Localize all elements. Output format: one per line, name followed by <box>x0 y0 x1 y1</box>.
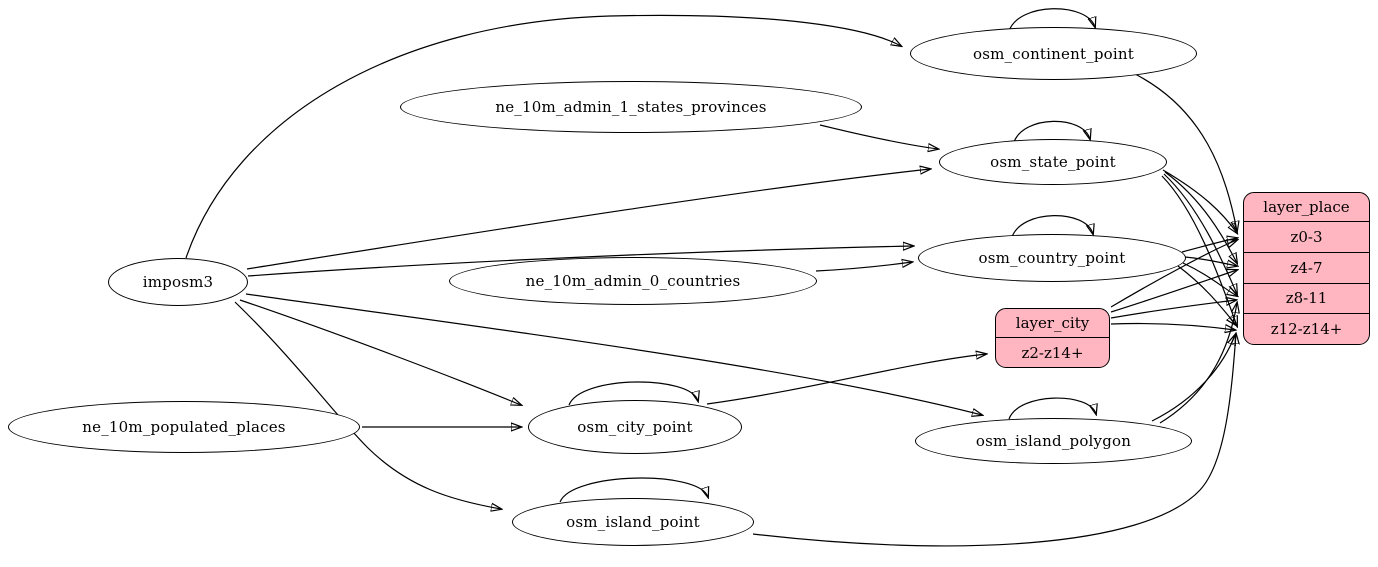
node-ne-10m-admin-0-countries-label: ne_10m_admin_0_countries <box>525 272 741 290</box>
node-osm-country-point-label: osm_country_point <box>978 249 1126 267</box>
node-osm-continent-point: osm_continent_point <box>910 27 1197 80</box>
node-osm-city-point-label: osm_city_point <box>577 418 693 436</box>
edge-osm_state_point-to-layer_place-z4 <box>1164 171 1237 263</box>
selfloop-osm_island_polygon <box>1008 397 1096 420</box>
edge-osm_island_polygon-to-layer_place-z8 <box>1159 303 1237 424</box>
edge-layer_city-to-layer_place-z0 <box>1110 240 1237 308</box>
node-osm-city-point: osm_city_point <box>528 400 742 454</box>
edge-osm_city_point-to-layer_city-z2 <box>706 354 986 405</box>
record-layer-place-row-z8-11: z8-11 <box>1244 282 1369 314</box>
selfloop-osm_state_point <box>1013 120 1090 143</box>
record-layer-place-row-z0-3: z0-3 <box>1244 221 1369 252</box>
edge-osm_state_point-to-layer_place-z8 <box>1163 173 1237 294</box>
record-layer-place: layer_place z0-3 z4-7 z8-11 z12-z14+ <box>1243 192 1370 345</box>
edge-layer_city-to-layer_place-z8 <box>1110 300 1236 319</box>
record-layer-city-row-z2-z14: z2-z14+ <box>996 337 1109 367</box>
node-imposm3: imposm3 <box>108 258 248 306</box>
node-osm-state-point-label: osm_state_point <box>990 153 1116 171</box>
node-ne-10m-admin-1-states-provinces-label: ne_10m_admin_1_states_provinces <box>495 98 767 116</box>
edge-imposm3-to-osm_continent_point <box>185 14 901 259</box>
edge-osm_state_point-to-layer_place-z0 <box>1162 169 1237 233</box>
node-osm-country-point: osm_country_point <box>918 234 1186 282</box>
node-imposm3-label: imposm3 <box>142 273 214 291</box>
edge-osm_island_polygon-to-layer_place-z12 <box>1151 335 1235 422</box>
edge-layer_city-to-layer_place-z4 <box>1110 270 1237 313</box>
node-ne-10m-admin-1-states-provinces: ne_10m_admin_1_states_provinces <box>400 81 862 133</box>
selfloop-osm_continent_point <box>1008 8 1095 32</box>
edge-imposm3-to-osm_island_point <box>234 301 501 509</box>
edge-osm_country_point-to-layer_place-z8 <box>1182 262 1237 296</box>
record-layer-place-row-z12-z14: z12-z14+ <box>1244 313 1369 344</box>
edge-ne_10m_admin_0_countries-to-osm_country_point <box>815 262 912 272</box>
node-ne-10m-populated-places: ne_10m_populated_places <box>8 401 360 453</box>
selfloop-osm_island_point <box>559 477 708 503</box>
edge-osm_country_point-to-layer_place-z4 <box>1184 256 1237 266</box>
edge-osm_country_point-to-layer_place-z0 <box>1181 238 1237 253</box>
edge-layer_city-to-layer_place-z12 <box>1110 322 1235 330</box>
selfloop-osm_country_point <box>1011 215 1093 238</box>
edge-ne_10m_admin_1_states_provinces-to-osm_state_point <box>819 124 938 149</box>
record-layer-place-title: layer_place <box>1263 198 1350 216</box>
edge-imposm3-to-osm_city_point <box>239 299 521 405</box>
edge-imposm3-to-osm_state_point <box>246 169 930 270</box>
node-osm-continent-point-label: osm_continent_point <box>972 44 1134 63</box>
edge-osm_country_point-to-layer_place-z12 <box>1177 265 1236 325</box>
node-osm-state-point: osm_state_point <box>939 139 1167 185</box>
edge-osm_island_point-to-layer_place-z12 <box>752 334 1236 547</box>
node-osm-island-point: osm_island_point <box>512 498 754 546</box>
node-osm-island-polygon: osm_island_polygon <box>915 418 1192 464</box>
node-osm-island-polygon-label: osm_island_polygon <box>975 432 1132 450</box>
node-osm-island-point-label: osm_island_point <box>566 513 700 531</box>
record-layer-place-row-z4-7: z4-7 <box>1244 251 1369 283</box>
node-ne-10m-admin-0-countries: ne_10m_admin_0_countries <box>449 257 817 305</box>
edge-imposm3-to-osm_island_polygon <box>245 293 982 415</box>
record-layer-city: layer_city z2-z14+ <box>995 308 1110 368</box>
selfloop-osm_city_point <box>568 381 698 406</box>
record-layer-city-title: layer_city <box>1015 314 1090 332</box>
edge-osm_continent_point-to-layer_place-z0 <box>1130 71 1237 231</box>
node-ne-10m-populated-places-label: ne_10m_populated_places <box>82 418 286 436</box>
